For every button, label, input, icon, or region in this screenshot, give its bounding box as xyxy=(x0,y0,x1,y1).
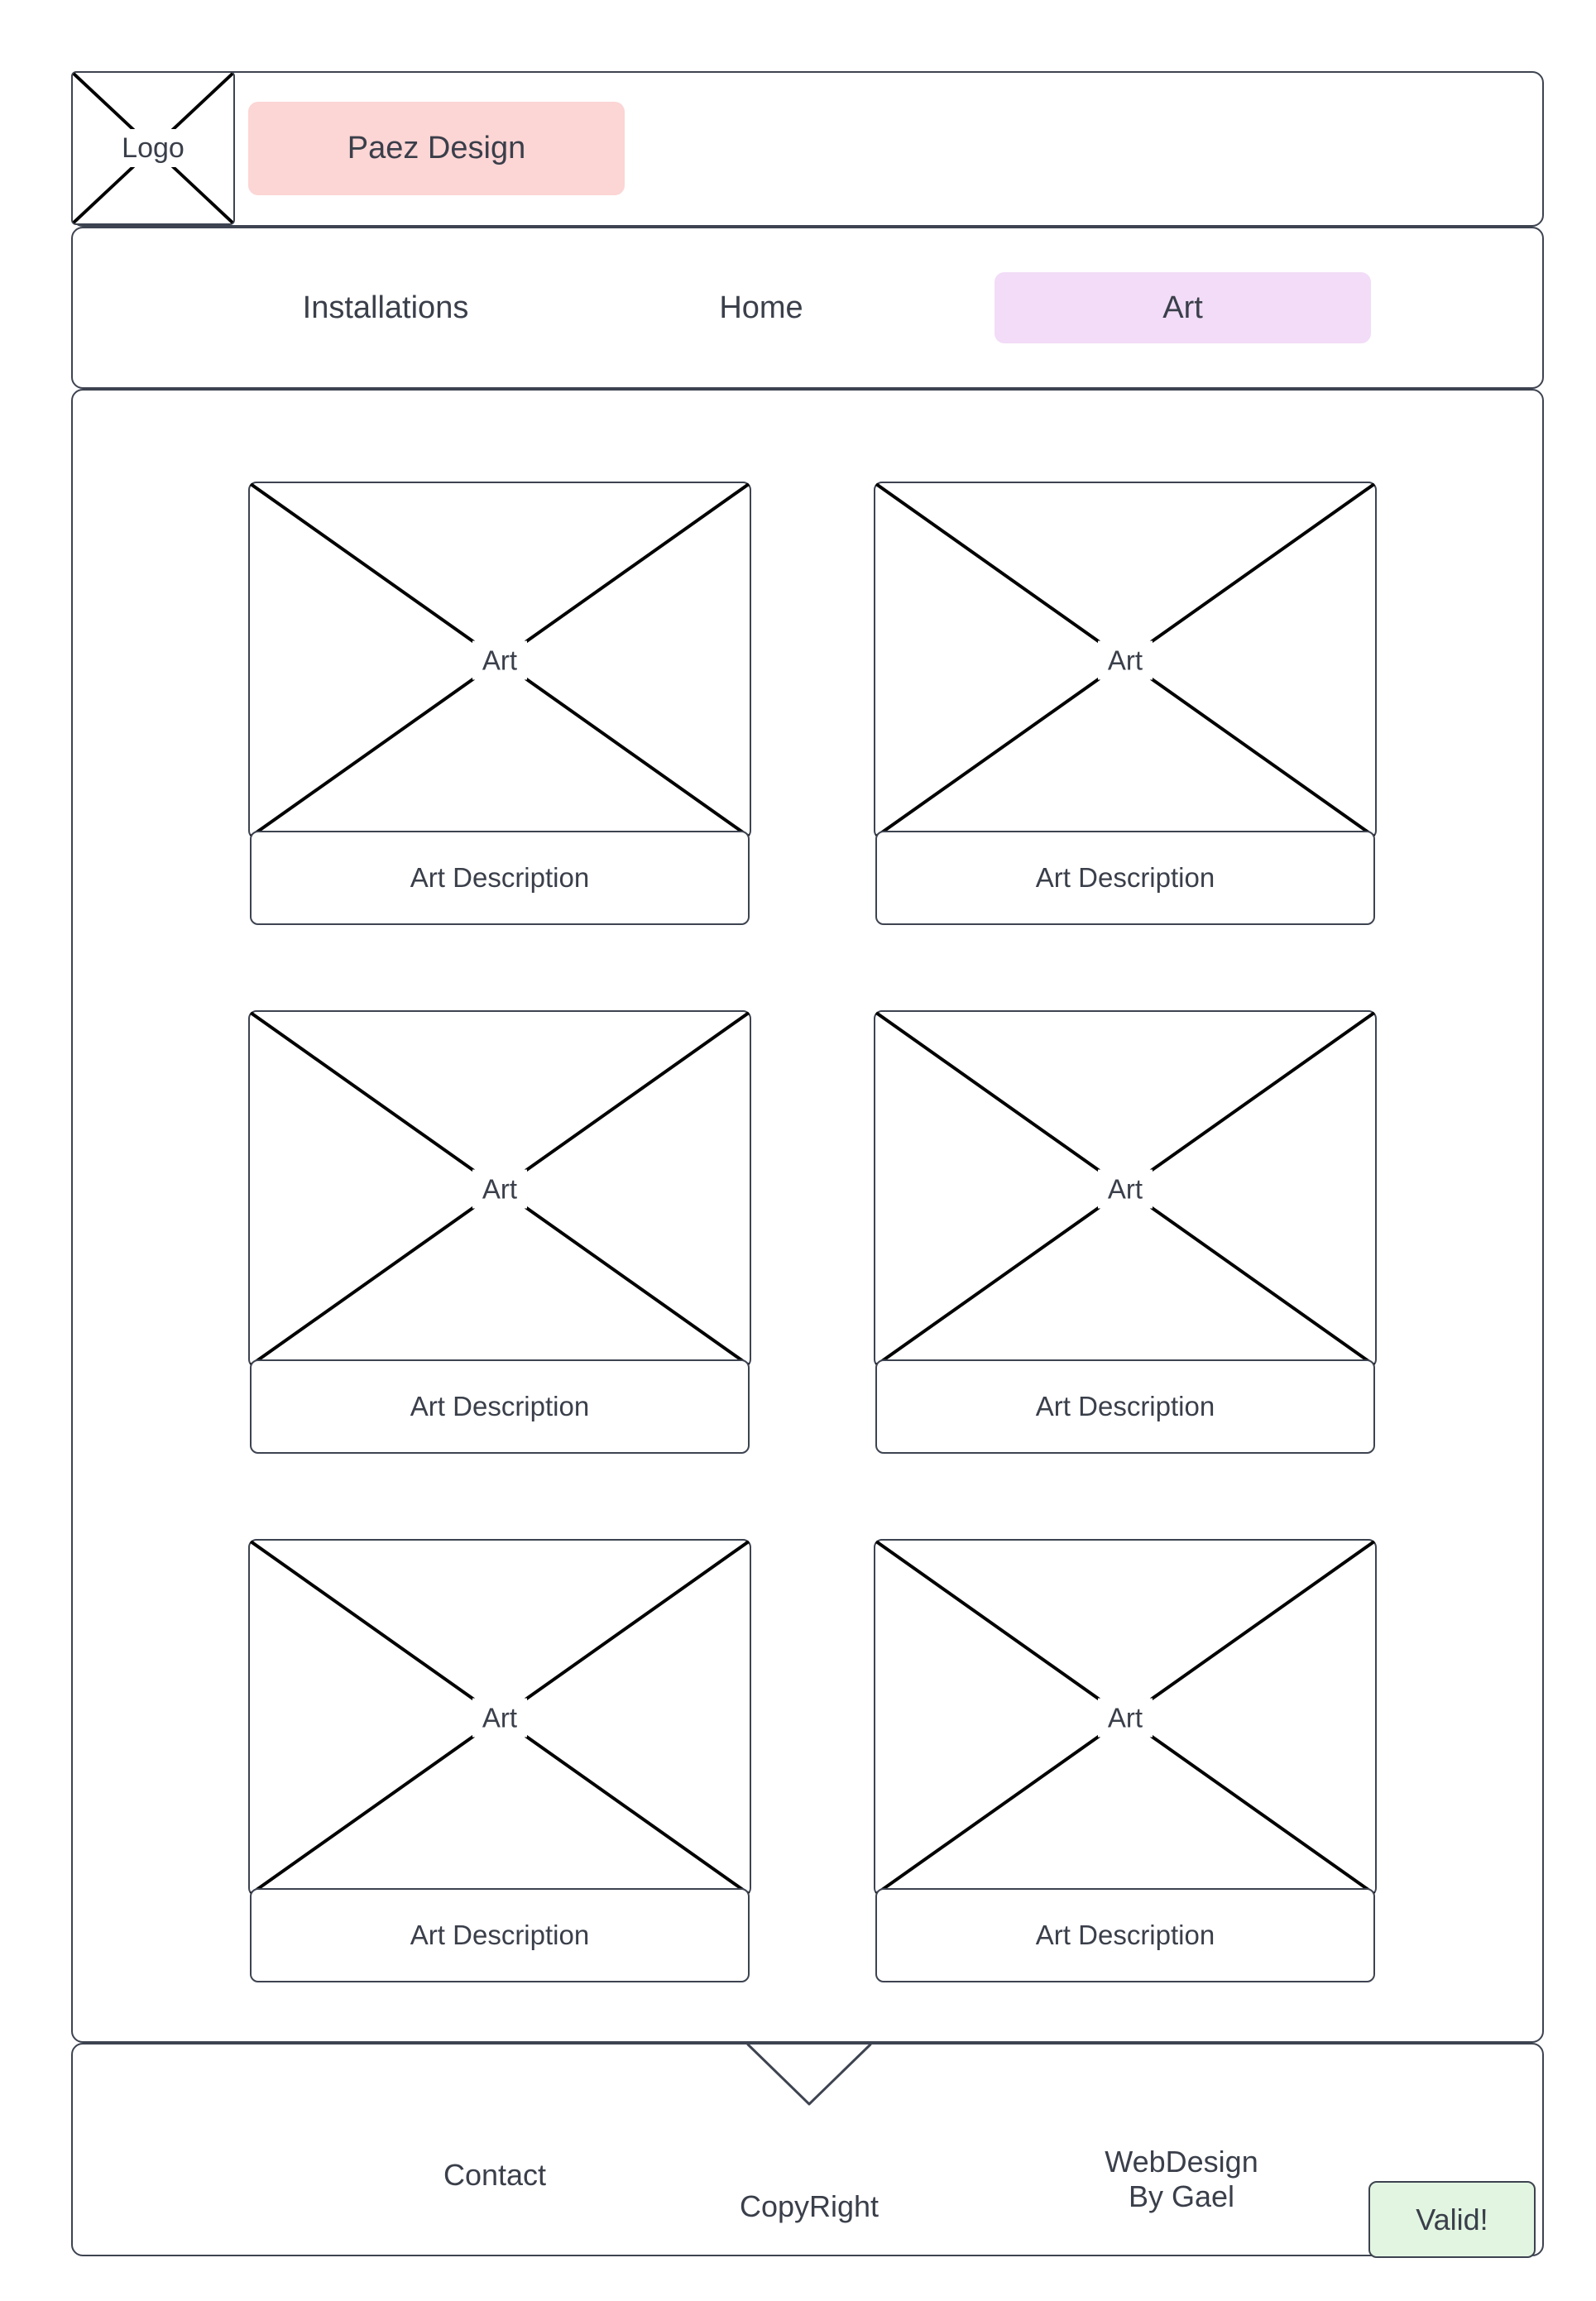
art-image-label: Art xyxy=(250,640,750,680)
site-title: Paez Design xyxy=(248,102,625,195)
art-card[interactable]: Art Art Description xyxy=(874,1010,1377,1455)
art-image-placeholder[interactable]: Art xyxy=(874,1539,1377,1896)
art-description[interactable]: Art Description xyxy=(875,1888,1375,1982)
art-card[interactable]: Art Art Description xyxy=(874,482,1377,927)
art-description[interactable]: Art Description xyxy=(875,831,1375,925)
art-image-placeholder[interactable]: Art xyxy=(248,1539,751,1896)
art-description[interactable]: Art Description xyxy=(250,1888,750,1982)
art-card[interactable]: Art Art Description xyxy=(248,1010,751,1455)
main-content-panel: Art Art Description Art Art Description xyxy=(71,389,1544,2043)
art-image-placeholder[interactable]: Art xyxy=(248,482,751,839)
nav-item-art[interactable]: Art xyxy=(995,228,1371,387)
chevron-down-icon xyxy=(746,2043,872,2106)
footer-credit: WebDesign By Gael xyxy=(1041,2145,1322,2215)
art-image-label: Art xyxy=(250,1698,750,1738)
nav-item-label: Home xyxy=(719,290,803,325)
art-grid: Art Art Description Art Art Description xyxy=(248,482,1390,1984)
art-description[interactable]: Art Description xyxy=(250,1359,750,1454)
logo-label: Logo xyxy=(73,129,233,167)
footer-credit-line2: By Gael xyxy=(1128,2179,1235,2214)
footer-contact-link[interactable]: Contact xyxy=(443,2158,547,2192)
footer-credit-line1: WebDesign xyxy=(1105,2145,1258,2179)
art-image-placeholder[interactable]: Art xyxy=(248,1010,751,1368)
nav-item-home[interactable]: Home xyxy=(621,228,902,387)
nav-item-label: Installations xyxy=(302,290,469,325)
art-description[interactable]: Art Description xyxy=(250,831,750,925)
art-card[interactable]: Art Art Description xyxy=(248,1539,751,1984)
footer-panel: Contact CopyRight WebDesign By Gael Vali… xyxy=(71,2043,1544,2258)
art-card[interactable]: Art Art Description xyxy=(248,482,751,927)
footer-copyright-link[interactable]: CopyRight xyxy=(739,2189,879,2223)
art-image-placeholder[interactable]: Art xyxy=(874,1010,1377,1368)
art-image-label: Art xyxy=(875,1698,1375,1738)
nav-item-label: Art xyxy=(995,272,1371,343)
art-image-label: Art xyxy=(875,640,1375,680)
art-image-placeholder[interactable]: Art xyxy=(874,482,1377,839)
nav-item-installations[interactable]: Installations xyxy=(245,228,526,387)
art-image-label: Art xyxy=(250,1169,750,1209)
valid-badge[interactable]: Valid! xyxy=(1368,2181,1536,2258)
art-image-label: Art xyxy=(875,1169,1375,1209)
art-description[interactable]: Art Description xyxy=(875,1359,1375,1454)
art-card[interactable]: Art Art Description xyxy=(874,1539,1377,1984)
nav-list: Installations Home Art xyxy=(73,228,1542,387)
logo-placeholder[interactable]: Logo xyxy=(71,71,235,225)
nav-panel: Installations Home Art xyxy=(71,227,1544,389)
